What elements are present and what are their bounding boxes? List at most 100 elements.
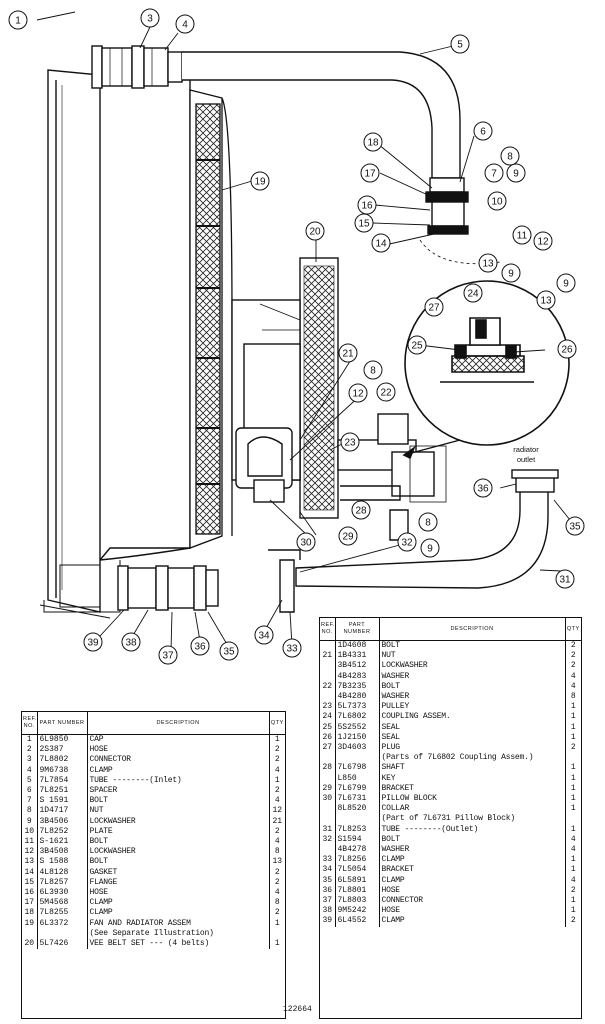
- description-cell: LOCKWASHER: [87, 816, 270, 827]
- qty-cell: 2: [274, 755, 280, 765]
- callout-number: 20: [309, 227, 321, 238]
- callout-circle: [473, 121, 493, 141]
- callout-26: 26: [557, 339, 577, 359]
- callout-circle: [363, 132, 383, 152]
- header-description: DESCRIPTION: [87, 712, 270, 735]
- description-cell: PLUG: [379, 743, 566, 754]
- callout-number: 6: [480, 127, 486, 138]
- callout-number: 34: [258, 631, 270, 642]
- part-number-cell: 6L5891: [335, 875, 380, 886]
- part-number-cell: 5M4568: [37, 898, 88, 909]
- callout-31: 31: [555, 569, 575, 589]
- qty-cell: [565, 753, 581, 763]
- callout-number: 21: [342, 349, 354, 360]
- qty-cell: 2: [274, 826, 280, 836]
- callout-circle: [121, 632, 141, 652]
- ref-cell: 3: [22, 755, 38, 766]
- callout-35: 35: [219, 641, 239, 661]
- callout-20: 20: [305, 221, 325, 241]
- ref-cell: 11: [22, 837, 38, 848]
- callout-number: 9: [563, 279, 569, 290]
- description-cell: CLAMP: [87, 765, 270, 776]
- ref-cell: [22, 928, 38, 940]
- callout-circle: [351, 500, 371, 520]
- callout-22: 22: [376, 382, 396, 402]
- ref-cell: 12: [22, 847, 38, 858]
- description-cell: BOLT: [87, 796, 270, 807]
- callout-circle: [363, 360, 383, 380]
- description-cell: SPACER: [87, 786, 270, 797]
- callout-13: 13: [478, 253, 498, 273]
- callout-circle: [557, 339, 577, 359]
- callout-circle: [250, 171, 270, 191]
- qty-cell: 13: [272, 857, 283, 867]
- description-cell: BOLT: [87, 857, 270, 868]
- ref-cell: 37: [320, 896, 336, 907]
- callout-number: 1: [15, 16, 21, 27]
- qty-cell: 2: [274, 786, 280, 796]
- description-cell: PLATE: [87, 826, 270, 838]
- description-cell: VEE BELT SET --- (4 belts): [87, 939, 270, 950]
- callout-circle: [533, 231, 553, 251]
- radiator-outlet-label-line2: outlet: [517, 455, 536, 464]
- callout-8: 8: [363, 360, 383, 380]
- part-number-cell: 9M6738: [37, 765, 88, 776]
- table-row: (See Separate Illustration): [22, 928, 285, 940]
- description-cell: BRACKET: [379, 783, 566, 795]
- header-part-number: PART NUMBER: [335, 618, 380, 641]
- ref-cell: 22: [320, 681, 336, 693]
- description-cell: (See Separate Illustration): [87, 928, 270, 940]
- callout-circle: [478, 253, 498, 273]
- part-number-cell: 7L6731: [335, 794, 380, 805]
- ref-cell: 15: [22, 877, 38, 889]
- callout-circle: [338, 343, 358, 363]
- qty-cell: 2: [570, 743, 576, 753]
- radiator-outlet-label-line1: radiator: [513, 445, 539, 454]
- description-cell: CLAMP: [87, 908, 270, 919]
- callout-19: 19: [250, 171, 270, 191]
- callout-number: 24: [467, 289, 479, 300]
- callout-circle: [354, 213, 374, 233]
- ref-cell: 16: [22, 888, 38, 899]
- callout-circle: [418, 512, 438, 532]
- part-number-cell: 2S387: [37, 745, 88, 756]
- ref-cell: [320, 661, 336, 672]
- description-cell: COUPLING ASSEM.: [379, 712, 566, 723]
- callout-number: 9: [508, 269, 514, 280]
- description-cell: BRACKET: [379, 865, 566, 876]
- callout-number: 8: [507, 152, 513, 163]
- callout-3: 3: [140, 8, 160, 28]
- callout-number: 3: [147, 14, 153, 25]
- callout-number: 37: [162, 651, 174, 662]
- qty-cell: 1: [570, 794, 576, 804]
- callout-circle: [305, 221, 325, 241]
- callout-circle: [555, 569, 575, 589]
- description-cell: BOLT: [379, 640, 566, 652]
- part-number-cell: 3D4603: [335, 743, 380, 754]
- description-cell: CLAMP: [379, 875, 566, 886]
- part-number-cell: 5S2552: [335, 722, 380, 733]
- callout-35: 35: [565, 516, 585, 536]
- qty-cell: 2: [570, 661, 576, 671]
- part-number-cell: 7L8255: [37, 908, 88, 919]
- part-number-cell: S1594: [335, 834, 380, 846]
- description-cell: CLAMP: [379, 916, 566, 927]
- callout-circle: [397, 532, 417, 552]
- ref-cell: [320, 804, 336, 815]
- callout-30: 30: [296, 532, 316, 552]
- qty-cell: 4: [570, 875, 576, 885]
- drawing-id: 122664: [283, 1005, 312, 1014]
- ref-cell: 5: [22, 775, 38, 787]
